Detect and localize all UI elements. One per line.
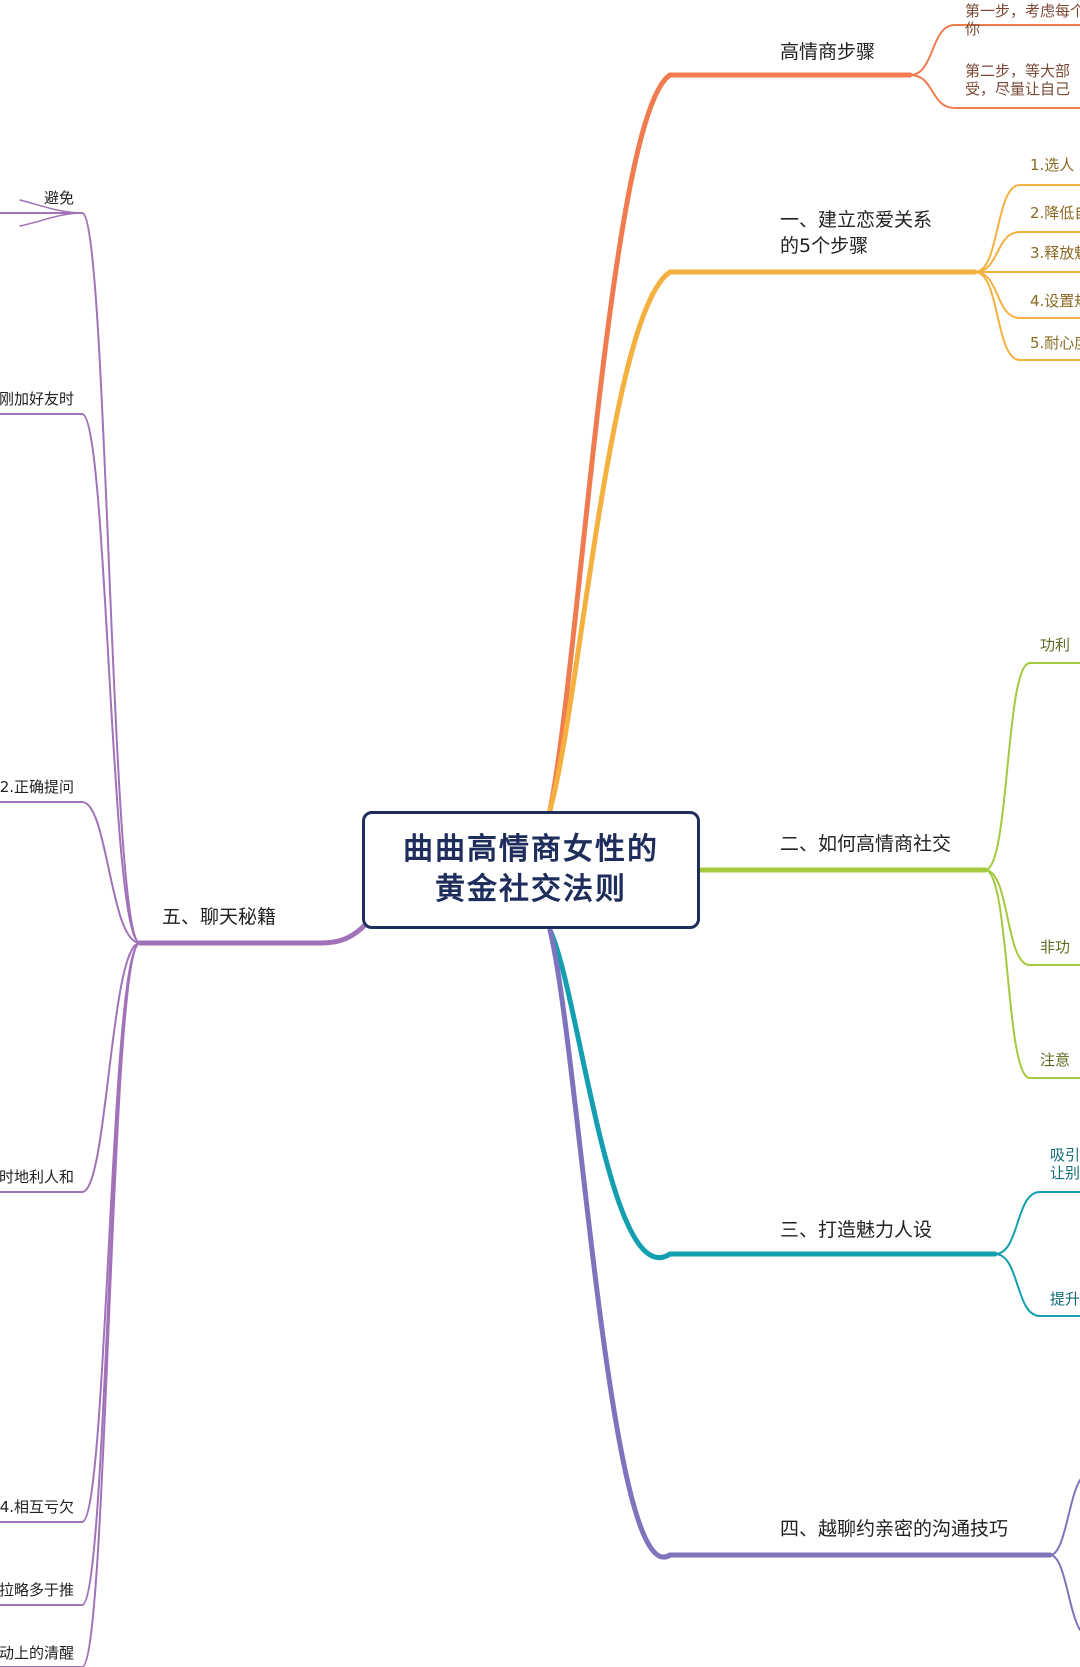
child-link-b5-2 [0,801,141,944]
child-label-b5-3[interactable]: 时地利人和 [0,1168,74,1186]
child-link-b0-0 [909,24,1080,76]
child-label-b1-3[interactable]: 4.设置规 [1030,292,1080,310]
child-link-b3-1 [994,1253,1080,1317]
branch-links [0,24,1080,1667]
child-link-b5-0 [0,212,141,944]
child-label-b3-0[interactable]: 吸引力让别人 [1050,1146,1080,1182]
child-label-b5-4[interactable]: 4.相互亏欠 [0,1498,74,1516]
child-link-b4-1 [1049,1554,1080,1631]
child-label-b5-1[interactable]: 刚加好友时 [0,390,74,408]
child-label-b5-0[interactable]: 避免 [44,189,74,207]
child-label-b0-0[interactable]: 第一步，考虑每个你 [965,2,1080,38]
child-label-b0-1[interactable]: 第二步，等大部受，尽量让自己 [965,62,1070,98]
child-link-b5-extra-2 [19,212,83,227]
child-link-b1-4 [974,271,1080,361]
child-label-b2-0[interactable]: 功利 [1040,636,1070,654]
child-link-b3-0 [994,1191,1080,1255]
child-link-b5-1 [0,413,141,944]
child-link-b4-0 [1049,1479,1080,1556]
root-title-line-1: 曲曲高情商女性的 [403,832,659,867]
branch-title-b2[interactable]: 二、如何高情商社交 [780,833,951,855]
branch-title-b1[interactable]: 一、建立恋爱关系的5个步骤 [780,209,932,257]
child-label-b1-2[interactable]: 3.释放魅 [1030,244,1080,262]
branch-link-b0 [547,72,913,813]
child-label-b1-4[interactable]: 5.耐心度 [1030,334,1080,352]
child-link-b2-1 [984,869,1080,966]
branch-link-b4 [547,927,1053,1560]
child-label-b1-0[interactable]: 1.选人 [1030,156,1074,174]
child-link-b1-0 [974,184,1080,273]
branch-link-b1 [547,269,978,813]
branch-link-b3 [547,927,998,1260]
child-link-b2-2 [984,869,1080,1079]
root-title-line-2: 黄金社交法则 [435,872,627,907]
child-label-b5-6[interactable]: 动上的清醒 [0,1644,74,1662]
child-link-b2-0 [984,662,1080,871]
child-label-b5-2[interactable]: 2.正确提问 [0,778,74,796]
branch-title-b0[interactable]: 高情商步骤 [780,41,875,63]
child-link-b0-1 [909,74,1080,109]
branch-title-b5[interactable]: 五、聊天秘籍 [162,906,276,928]
child-link-b1-1 [974,231,1080,273]
child-link-b5-4 [0,942,141,1523]
child-link-b5-6 [0,942,141,1667]
child-label-b1-1[interactable]: 2.降低自 [1030,204,1080,222]
root-node[interactable]: 曲曲高情商女性的 黄金社交法则 [362,811,700,929]
child-label-b3-1[interactable]: 提升吸引 [1050,1290,1080,1308]
branch-title-b4[interactable]: 四、越聊约亲密的沟通技巧 [780,1518,1008,1540]
child-label-b5-5[interactable]: 拉略多于推 [0,1581,74,1599]
branch-link-b5 [137,922,368,946]
child-link-b1-3 [974,271,1080,319]
child-label-b2-1[interactable]: 非功 [1040,938,1070,956]
child-link-b5-3 [0,942,141,1193]
child-label-b2-2[interactable]: 注意 [1040,1051,1070,1069]
branch-title-b3[interactable]: 三、打造魅力人设 [780,1219,932,1241]
